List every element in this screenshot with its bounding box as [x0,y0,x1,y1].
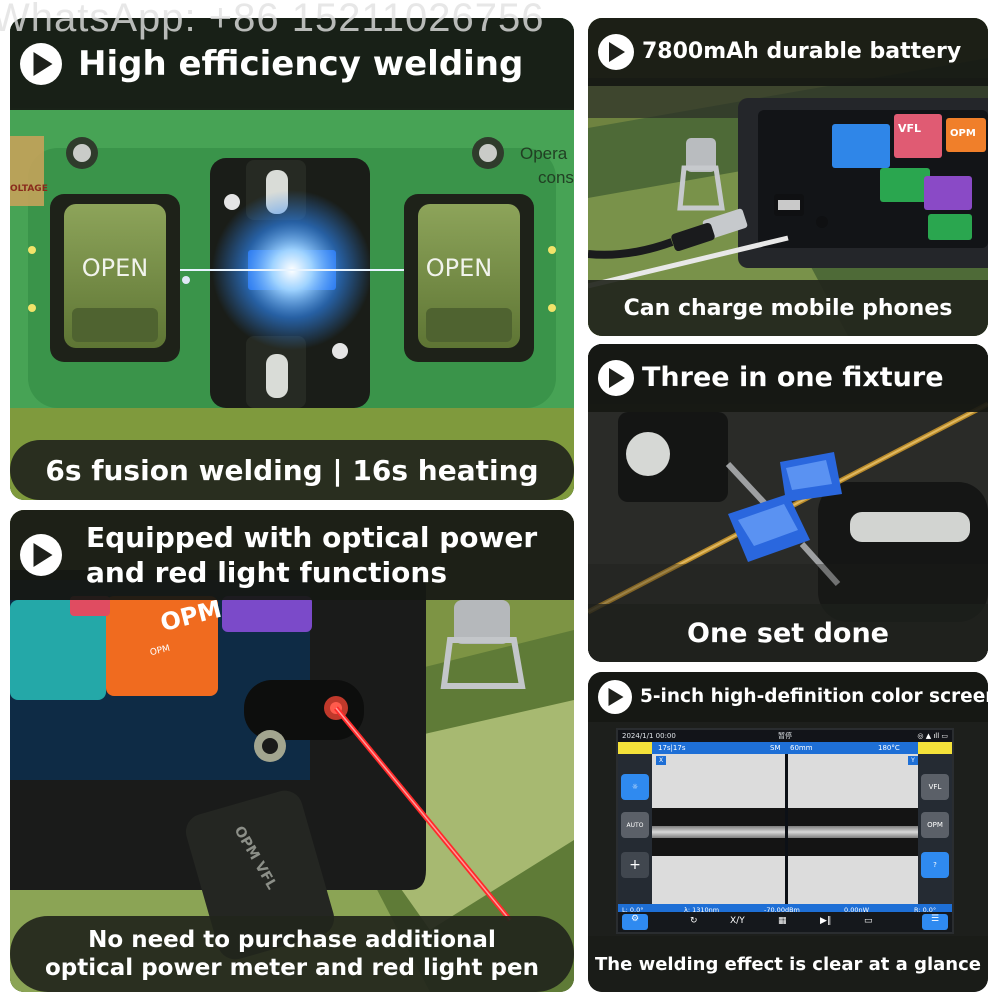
play-icon [598,680,632,714]
welding-header: High efficiency welding [10,18,574,110]
power-dbm: -70.00dBm [764,906,800,914]
fixture-header: Three in one fixture [588,344,988,412]
sliders-icon[interactable]: ☰ [922,914,948,930]
power-nw: 0.00nW [844,906,870,914]
clamp-left-label: OPEN [81,254,149,282]
fiber-view-x: X [652,754,785,916]
help-button[interactable]: ? [921,852,949,878]
side-text-1: Opera [520,144,568,163]
screen-panel: 5-inch high-definition color screen 2024… [588,672,988,992]
info-bar-left-tab [618,742,652,754]
length-text: 60mm [790,744,813,752]
angle-left: L: 0.0° [622,906,644,914]
battery-panel: VFL OPM 7800mAh durable battery Can char… [588,18,988,336]
warning-label: OLTAGE [10,184,48,194]
mode-text: SM [770,744,781,752]
screen-footer: The welding effect is clear at a glance [588,936,988,992]
optical-footer-line1: No need to purchase additional [88,927,496,953]
auto-button[interactable]: AUTO [621,812,649,838]
datetime: 2024/1/1 00:00 [622,732,676,740]
battery-header: 7800mAh durable battery [588,18,988,86]
play-icon [598,34,634,70]
pause-status: 暂停 [778,732,792,740]
fiber-core [652,826,785,838]
device-screen: 2024/1/1 00:00 暂停 ◎ ▲ ıll ▭ 17s|17s SM 6… [616,728,954,934]
view-y-label: Y [908,756,918,765]
xy-toggle[interactable]: X/Y [730,916,745,926]
play-icon [20,534,62,576]
signal-icons: ◎ ▲ ıll ▭ [917,732,948,740]
fiber-view-y: Y [788,754,922,916]
optical-title: Equipped with optical power and red ligh… [86,520,538,589]
timer-text: 17s|17s [658,744,686,752]
optical-footer: No need to purchase additional optical p… [10,916,574,992]
welding-title: High efficiency welding [78,43,524,84]
side-text-2: cons [538,168,574,187]
play-icon [20,43,62,85]
wavelength: λ: 1310nm [684,906,720,914]
fiber-core [788,826,922,838]
battery-title: 7800mAh durable battery [642,38,962,64]
battery-footer: Can charge mobile phones [588,280,988,336]
battery-tile-opm: OPM [950,128,976,139]
optical-title-line1: Equipped with optical power [86,520,538,554]
status-bar: 2024/1/1 00:00 暂停 ◎ ▲ ıll ▭ [618,730,952,742]
vfl-button[interactable]: VFL [921,774,949,800]
view-x-label: X [656,756,666,765]
settings-gear-icon[interactable]: ⚙ [622,914,648,930]
bottom-nav: ⚙ ↻ X/Y ▦ ▶‖ ▭ ☰ [618,912,952,932]
heater-icon[interactable]: ▭ [864,916,873,926]
brightness-button[interactable]: ☼ [621,774,649,800]
fixture-title: Three in one fixture [642,361,944,393]
screen-header: 5-inch high-definition color screen [588,672,988,722]
optical-footer-line2: optical power meter and red light pen [45,955,539,981]
add-button[interactable]: + [621,852,649,878]
optical-header: Equipped with optical power and red ligh… [10,510,574,600]
screen-title: 5-inch high-definition color screen [640,685,988,707]
fixture-footer: One set done [588,604,988,662]
grid-icon[interactable]: ▦ [778,916,787,926]
refresh-icon[interactable]: ↻ [690,916,698,926]
opm-button[interactable]: OPM [921,812,949,838]
left-toolbar: ☼ AUTO + [618,754,652,916]
info-bar-right-tab [918,742,952,754]
info-bar: 17s|17s SM 60mm 180°C [618,742,952,754]
battery-tile-vfl: VFL [898,122,922,135]
play-icon [598,360,634,396]
optical-panel: OPM OPM OPM VFL Equipped with optical po… [10,510,574,992]
welding-panel: OLTAGE OPEN OPEN Opera cons High efficie… [10,18,574,500]
play-pause-icon[interactable]: ▶‖ [820,916,832,926]
clamp-right-label: OPEN [425,254,493,282]
welding-footer: 6s fusion welding | 16s heating [10,440,574,500]
optical-title-line2: and red light functions [86,556,447,589]
right-toolbar: VFL OPM ? [918,754,952,916]
watermark-text: WhatsApp: +86 15211026756 [0,0,545,40]
angle-right: R: 0.0° [914,906,937,914]
fixture-panel: Three in one fixture One set done [588,344,988,662]
temp-text: 180°C [878,744,900,752]
